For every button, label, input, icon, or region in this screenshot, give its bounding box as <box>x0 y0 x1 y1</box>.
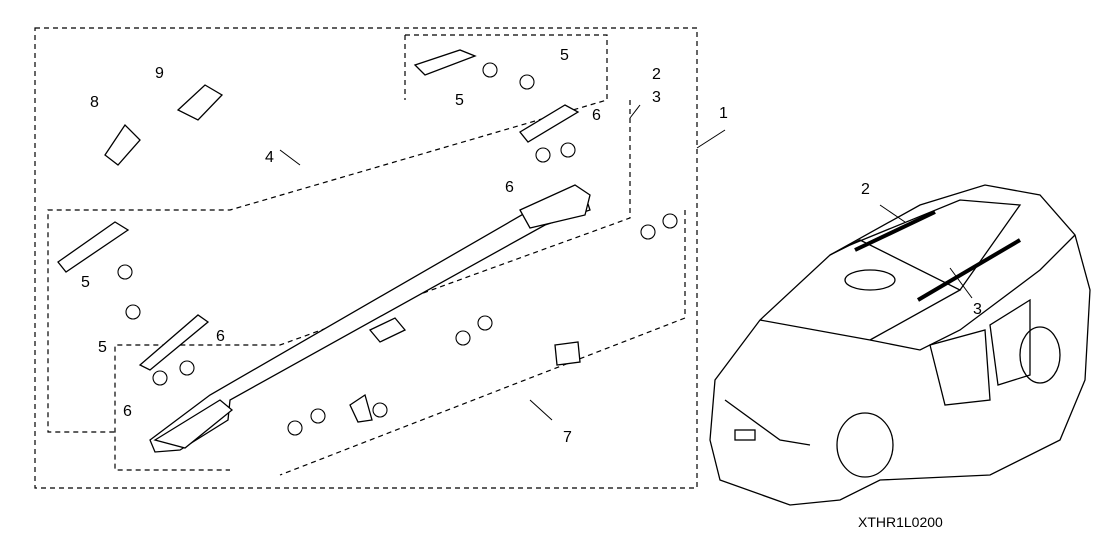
callout-6: 6 <box>505 179 514 196</box>
outline-kit-1 <box>34 27 698 489</box>
vehicle-callout-3: 3 <box>973 301 982 318</box>
vehicle-illustration <box>709 184 1091 506</box>
outline-group-4 <box>47 34 608 433</box>
clip-9 <box>176 84 224 121</box>
callout-4: 4 <box>265 149 274 166</box>
callout-9: 9 <box>155 65 164 82</box>
rail-front-base <box>519 184 591 229</box>
end-cap-left <box>57 221 130 273</box>
end-cap-front <box>519 104 580 143</box>
fasteners <box>117 62 678 436</box>
clip-8 <box>104 123 141 166</box>
end-cap-lower <box>138 314 210 371</box>
outline-group-7 <box>279 210 686 476</box>
vehicle-callout-2: 2 <box>861 181 870 198</box>
callout-6: 6 <box>216 328 225 345</box>
spacer <box>554 341 581 366</box>
callout-1: 1 <box>719 105 728 122</box>
leader-lines <box>279 104 973 421</box>
callout-5: 5 <box>98 339 107 356</box>
end-cap-upper <box>413 49 477 76</box>
callout-5: 5 <box>560 47 569 64</box>
callout-7: 7 <box>563 429 572 446</box>
cover <box>349 393 373 423</box>
parts <box>57 49 591 453</box>
rail-rear-base <box>153 399 234 449</box>
callout-6: 6 <box>123 403 132 420</box>
rail-mid-base <box>368 317 407 343</box>
callout-2: 2 <box>652 66 661 83</box>
callout-8: 8 <box>90 94 99 111</box>
callout-5: 5 <box>81 274 90 291</box>
group-outlines <box>34 27 698 489</box>
callout-5: 5 <box>455 92 464 109</box>
callout-6: 6 <box>592 107 601 124</box>
callout-3: 3 <box>652 89 661 106</box>
diagram-code: XTHR1L0200 <box>858 514 943 530</box>
